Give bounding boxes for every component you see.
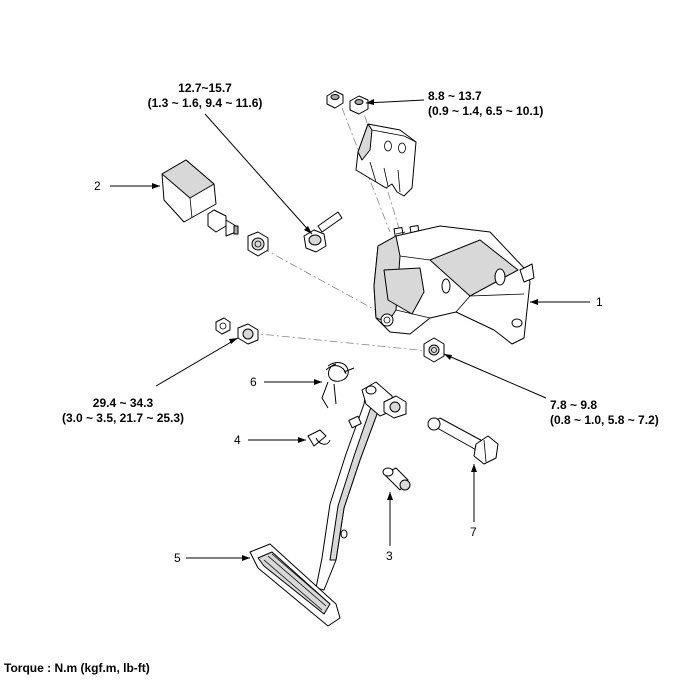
torque-left-nut-nm: 29.4 ~ 34.3 [93,396,154,410]
torque-left-nut-alt: (3.0 ~ 3.5, 21.7 ~ 25.3) [62,411,184,425]
torque-spec-upper-nuts: 8.8 ~ 13.7 (0.9 ~ 1.4, 6.5 ~ 10.1) [428,89,543,118]
torque-right-nut-alt: (0.8 ~ 1.0, 5.8 ~ 7.2) [550,413,659,427]
left-pivot-bushings [215,317,259,345]
torque-right-nut-nm: 7.8 ~ 9.8 [550,398,597,412]
callout-5: 5 [174,551,181,565]
torque-bracket-bolt-nm: 12.7~15.7 [178,81,232,95]
callout-7: 7 [470,525,477,539]
pedal-member-bracket [373,225,535,345]
torque-bracket-bolt-alt: (1.3 ~ 1.6, 9.4 ~ 11.6) [148,96,263,110]
torque-upper-nuts-alt: (0.9 ~ 1.4, 6.5 ~ 10.1) [428,104,543,118]
switch-bushing [247,231,269,257]
callout-1: 1 [596,295,603,309]
snap-pin-clip [307,429,331,447]
torque-upper-nuts-nm: 8.8 ~ 13.7 [428,89,482,103]
bracket-bolt [303,211,343,253]
callout-4: 4 [234,433,241,447]
pivot-bolt [427,417,499,465]
callout-6: 6 [250,375,257,389]
callout-3: 3 [386,549,393,563]
torque-spec-bracket-bolt: 12.7~15.7 (1.3 ~ 1.6, 9.4 ~ 11.6) [148,81,263,110]
callout-numbers: 1 2 3 4 5 6 7 [94,179,603,565]
callout-2: 2 [94,179,101,193]
stop-lamp-switch [161,159,239,237]
upper-nut-left [326,90,344,109]
leader-lines [110,99,590,559]
brake-pedal-arm [315,381,407,591]
stopper-pin [382,467,411,491]
upper-mounting-bracket [355,123,417,197]
pivot-nut [423,337,445,363]
upper-nut-right [349,95,369,115]
return-spring [321,362,355,409]
torque-spec-left-nut: 29.4 ~ 34.3 (3.0 ~ 3.5, 21.7 ~ 25.3) [62,396,184,425]
leader-arrowheads [152,99,538,561]
brake-pedal-pad [249,543,341,627]
torque-spec-right-nut: 7.8 ~ 9.8 (0.8 ~ 1.0, 5.8 ~ 7.2) [550,398,659,427]
torque-units-footnote: Torque : N.m (kgf.m, lb-ft) [4,661,150,675]
